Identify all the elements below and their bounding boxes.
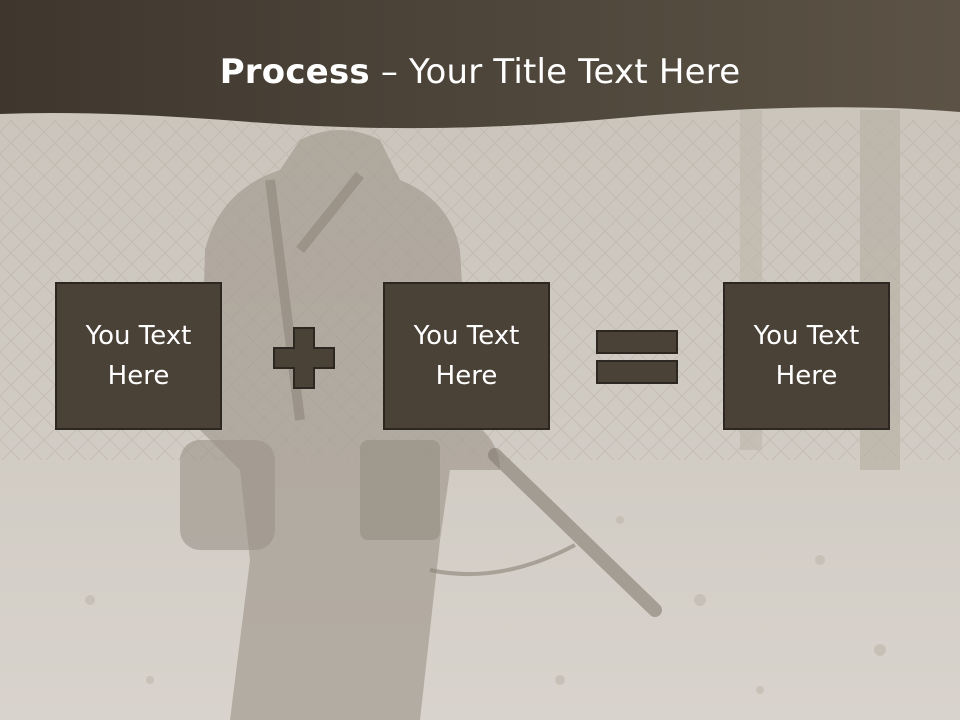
equals-icon xyxy=(596,330,678,384)
text-box-3-label: You Text Here xyxy=(753,321,860,391)
text-box-2[interactable]: You Text Here xyxy=(383,282,550,430)
header-band xyxy=(0,0,960,129)
slide-title: Process – Your Title Text Here xyxy=(0,52,960,92)
text-box-1-label: You Text Here xyxy=(85,321,192,391)
text-box-1[interactable]: You Text Here xyxy=(55,282,222,430)
title-rest: – Your Title Text Here xyxy=(369,52,741,92)
text-box-3[interactable]: You Text Here xyxy=(723,282,890,430)
title-bold: Process xyxy=(219,52,370,92)
text-box-2-label: You Text Here xyxy=(413,321,520,391)
plus-icon xyxy=(273,327,335,389)
